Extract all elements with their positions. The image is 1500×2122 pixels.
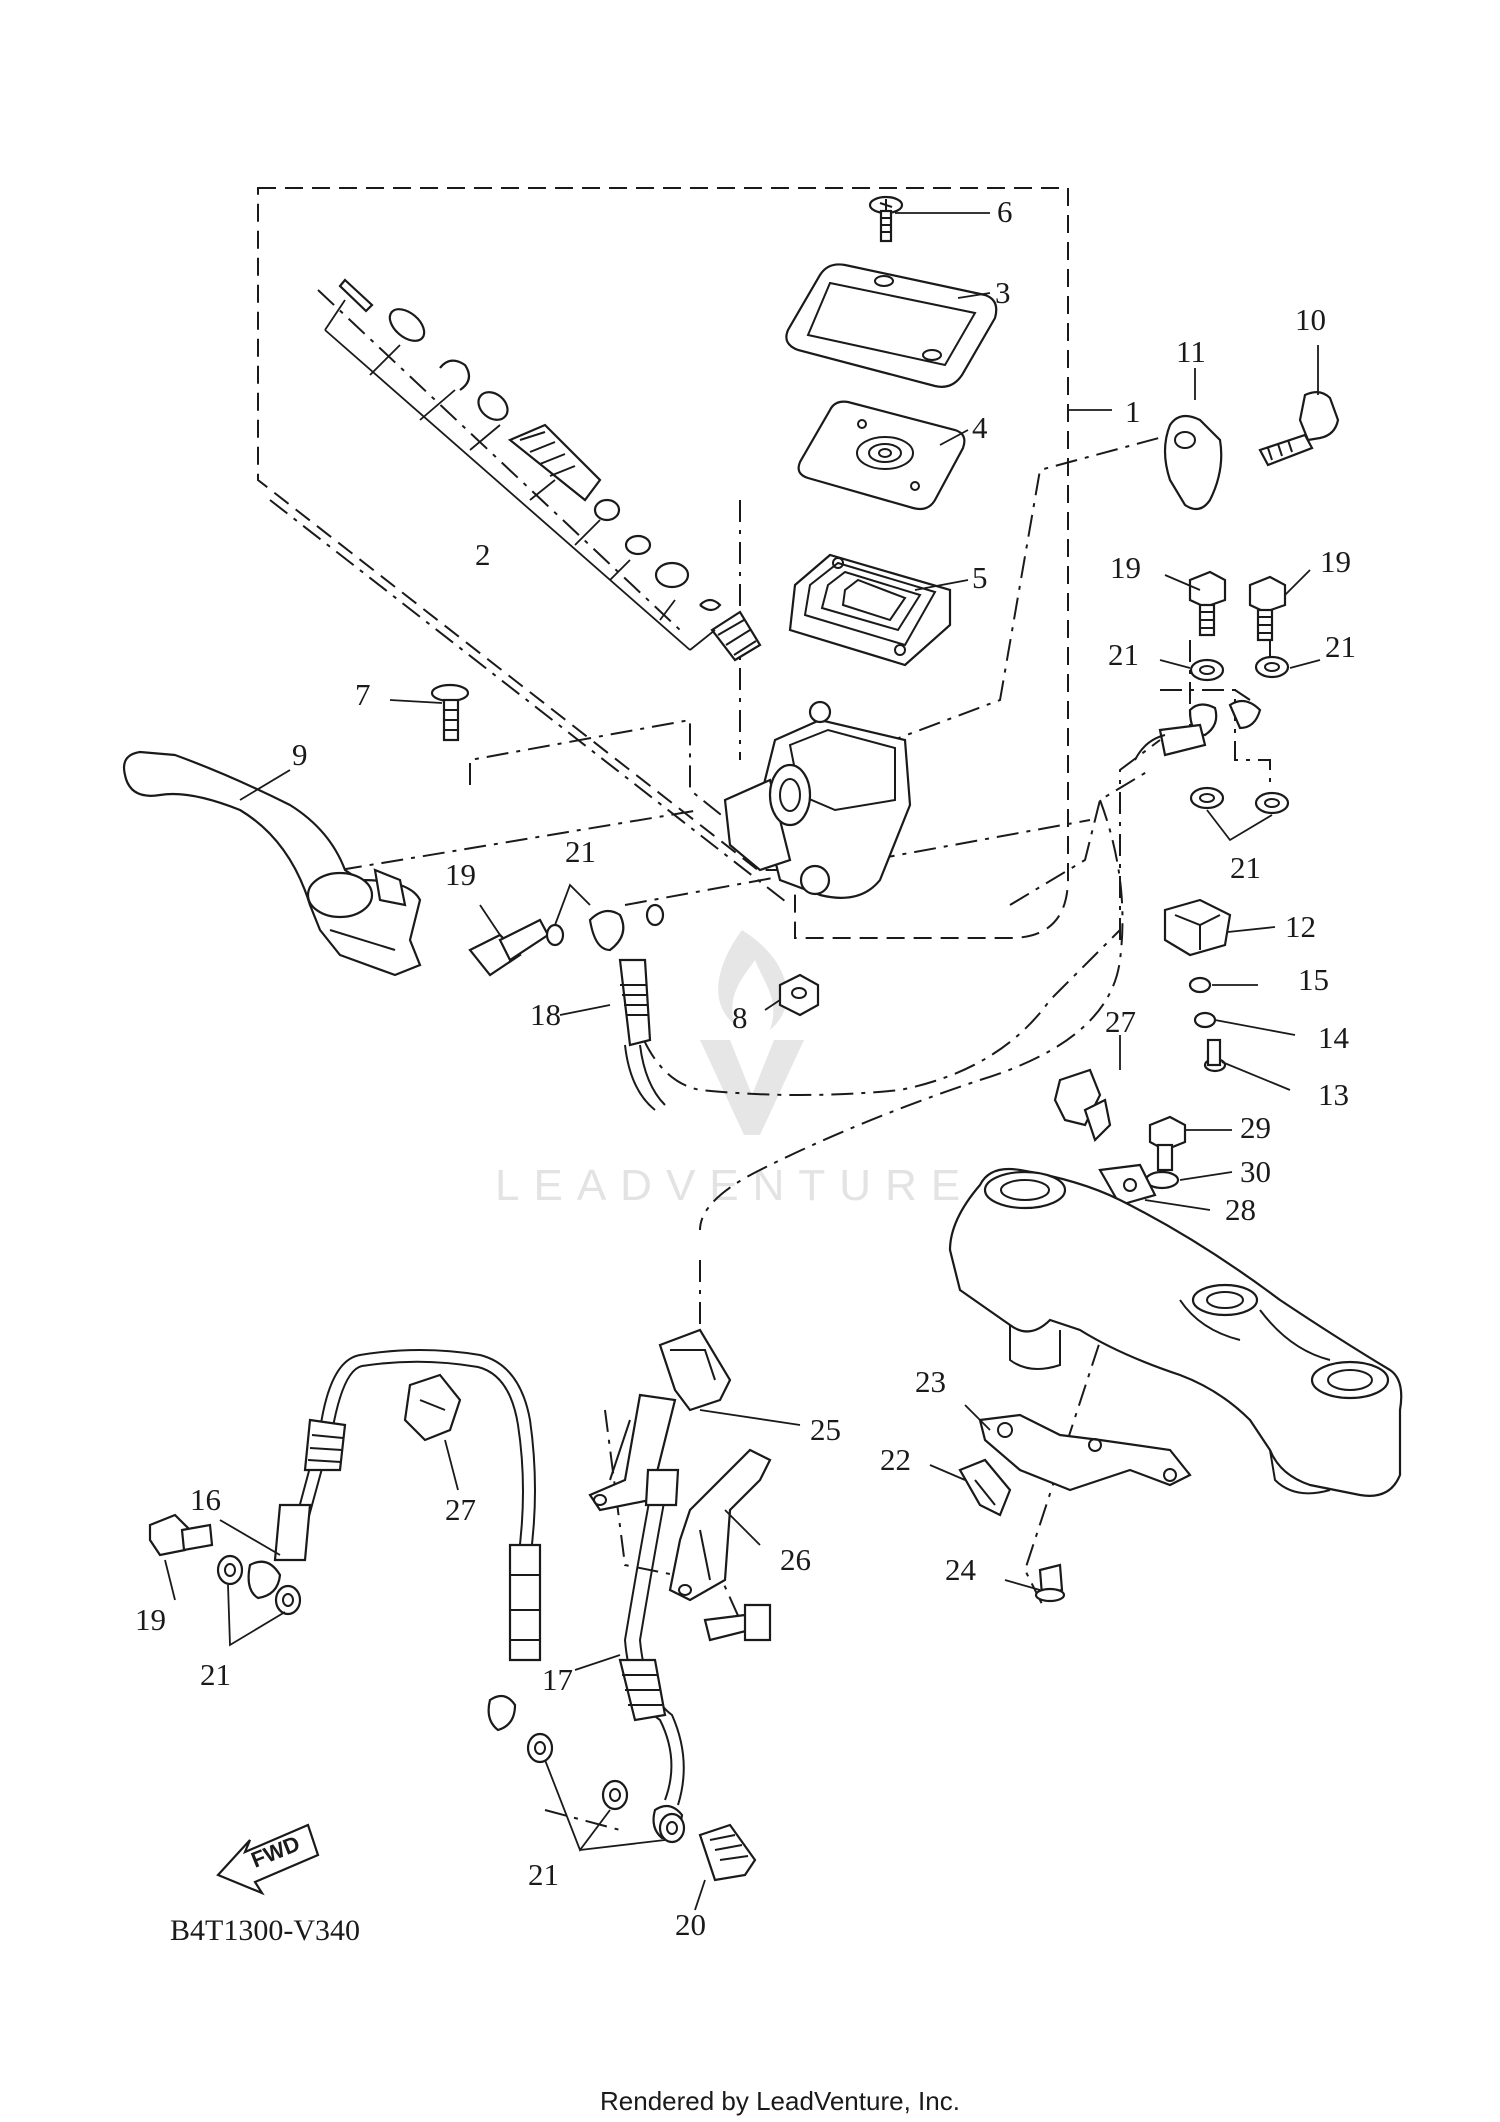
- bolt-part-10: [1258, 391, 1340, 467]
- callout-25: 25: [810, 1412, 841, 1447]
- callout-21-upper-right: 21: [1325, 629, 1356, 664]
- callout-18: 18: [530, 997, 561, 1032]
- piston-kit-part-2: [324, 278, 762, 662]
- callout-15: 15: [1298, 962, 1329, 997]
- callout-19-lower: 19: [135, 1602, 166, 1637]
- callout-1: 1: [1125, 394, 1141, 429]
- callout-21-lower: 21: [528, 1857, 559, 1892]
- diagram-code: B4T1300-V340: [170, 1914, 360, 1947]
- callout-4: 4: [972, 410, 988, 445]
- callout-9: 9: [292, 737, 308, 772]
- switch-part-12: [1163, 898, 1232, 957]
- cable-guide-part-22: [958, 1458, 1012, 1517]
- forward-arrow-icon: FWD: [216, 1823, 320, 1896]
- washers-part-21-lower-left: [216, 1554, 302, 1616]
- bolt-part-19-lower: [148, 1513, 214, 1557]
- callout-21-lower-left: 21: [200, 1657, 231, 1692]
- hose-banjo-fitting-right: [1134, 699, 1262, 761]
- callout-7: 7: [355, 677, 371, 712]
- master-cylinder-body: [723, 700, 912, 899]
- watermark-text: LEADVENTURE: [495, 1161, 974, 1210]
- brake-hose-part-18: [618, 958, 666, 1111]
- callout-29: 29: [1240, 1110, 1271, 1145]
- callout-labels: 1 2 3 4 5 6 7 8 9 10 11 12 13 14 15 16 1…: [135, 194, 1356, 1942]
- pivot-bolt-part-7: [430, 683, 470, 742]
- callout-27-upper: 27: [1105, 1004, 1136, 1039]
- cover-plate-part-23: [978, 1413, 1192, 1492]
- callout-17: 17: [542, 1662, 573, 1697]
- leader-lines: [164, 212, 1321, 1911]
- footer-credit: Rendered by LeadVenture, Inc.: [600, 2086, 960, 2116]
- hose-clamp-part-27-lower: [403, 1373, 462, 1442]
- watermark-logo: LEADVENTURE: [495, 930, 974, 1210]
- callout-10: 10: [1295, 302, 1326, 337]
- callout-19-left: 19: [445, 857, 476, 892]
- callout-21-upper-left: 21: [1108, 637, 1139, 672]
- callout-22: 22: [880, 1442, 911, 1477]
- callout-23: 23: [915, 1364, 946, 1399]
- callout-19-upper-right-a: 19: [1110, 550, 1141, 585]
- bolt-part-29: [1148, 1115, 1187, 1172]
- callout-3: 3: [995, 275, 1011, 310]
- upper-bracket: [948, 1167, 1403, 1497]
- bolt-lower-bracket: [703, 1603, 772, 1642]
- callout-5: 5: [972, 560, 988, 595]
- callout-14: 14: [1318, 1020, 1350, 1055]
- brake-lever-part-9: [122, 750, 422, 977]
- diaphragm-plate-part-4: [797, 400, 966, 511]
- callout-19-upper-right-b: 19: [1320, 544, 1351, 579]
- callout-21-left: 21: [565, 834, 596, 869]
- brake-hose-part-16: [247, 1349, 542, 1732]
- holder-part-11: [1163, 414, 1223, 511]
- callout-8: 8: [732, 1000, 748, 1035]
- callout-24: 24: [945, 1552, 977, 1587]
- callout-6: 6: [997, 194, 1013, 229]
- diaphragm-part-5: [788, 553, 952, 667]
- washer-part-15: [1188, 976, 1212, 994]
- callout-11: 11: [1176, 334, 1206, 369]
- callout-16: 16: [190, 1482, 221, 1517]
- reservoir-cover-part-3: [785, 263, 998, 388]
- bracket-part-26: [668, 1448, 772, 1602]
- bolt-part-19-right-b: [1248, 575, 1287, 642]
- callout-20: 20: [675, 1907, 706, 1942]
- callout-26: 26: [780, 1542, 811, 1577]
- screw-part-24: [1034, 1563, 1066, 1603]
- callout-27-lower: 27: [445, 1492, 476, 1527]
- callout-28: 28: [1225, 1192, 1256, 1227]
- screw-part-13: [1203, 1038, 1227, 1073]
- callout-13: 13: [1318, 1077, 1349, 1112]
- hose-clamp-part-27-upper: [1053, 1068, 1112, 1143]
- bracket-part-28: [1098, 1163, 1157, 1207]
- banjo-bolt-part-20: [698, 1823, 757, 1882]
- callout-2: 2: [475, 537, 491, 572]
- nut-part-8: [778, 973, 820, 1017]
- screw-part-6: [868, 195, 904, 243]
- callout-21-mid-right: 21: [1230, 850, 1261, 885]
- lock-washer-part-14: [1193, 1011, 1217, 1029]
- washers-part-21-right: [1189, 655, 1290, 815]
- callout-12: 12: [1285, 909, 1316, 944]
- callout-30: 30: [1240, 1154, 1271, 1189]
- washers-part-21-lower: [526, 1732, 686, 1844]
- bolt-part-19-right-a: [1188, 570, 1227, 637]
- banjo-bolt-part-19-left: [468, 903, 665, 977]
- brake-hose-part-17: [618, 1468, 685, 1840]
